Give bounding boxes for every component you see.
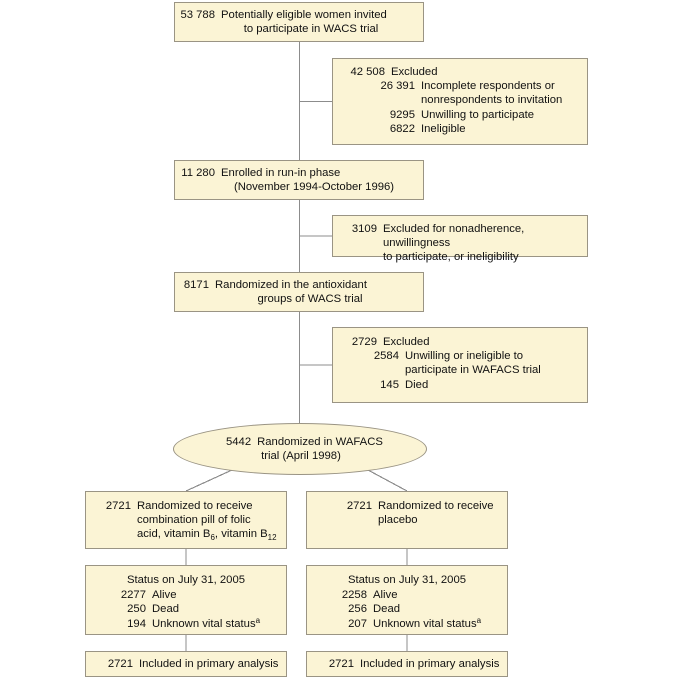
node-invited: 53 788 Potentially eligible women invite… [174, 2, 424, 42]
status-right-row1-count: 256 [348, 603, 367, 616]
arm-right-line1: Randomized to receive [378, 500, 494, 512]
node-arm-placebo: 2721 Randomized to receive placebo [306, 491, 508, 549]
node-included-treatment: 2721 Included in primary analysis [85, 651, 287, 677]
status-right-row2-label: Unknown vital statusa [367, 615, 482, 632]
node-randomized-count: 8171 [183, 279, 209, 291]
excl3-item1-label: Died [405, 378, 429, 391]
list-item: 2584 Unwilling or ineligible to [365, 349, 587, 363]
status-right-row1-label: Dead [373, 603, 401, 616]
arm-left-line3-b: , vitamin B [214, 528, 268, 541]
excl1-item2-count: 6822 [389, 122, 415, 135]
arm-right-count: 2721 [346, 500, 372, 512]
final-right-count: 2721 [328, 658, 354, 670]
footnote-marker-a: a [255, 615, 261, 625]
node-runin-line2: (November 1994-October 1996) [233, 181, 395, 194]
footnote-marker-a: a [476, 615, 482, 625]
excl3-item0-count: 2584 [373, 350, 399, 363]
node-invited-count: 53 788 [180, 9, 215, 21]
node-excluded-nonadherence: 3109 Excluded for nonadherence, unwillin… [332, 215, 588, 263]
status-right-row2-text: Unknown vital status [373, 617, 477, 630]
table-row: 2258 Alive [307, 588, 507, 602]
arm-left-line3-a: acid, vitamin B [137, 528, 211, 541]
arm-left-line3: acid, vitamin B6, vitamin B12 [98, 527, 286, 542]
status-left-row2-count: 194 [127, 617, 146, 630]
status-left-row1-label: Dead [152, 603, 180, 616]
status-right-row0-count: 2258 [341, 589, 367, 602]
status-right-row2-count: 207 [348, 617, 367, 630]
node-excluded-2-count: 3109 [351, 223, 377, 235]
node-wafacs-line2: trial (April 1998) [261, 450, 341, 462]
excl1-item1-count: 9295 [389, 108, 415, 121]
node-randomized-line1: Randomized in the antioxidant [215, 279, 367, 291]
node-run-in-enrollment: 11 280 Enrolled in run-in phase (Novembe… [174, 160, 424, 200]
node-invited-line1: Potentially eligible women invited [221, 9, 387, 21]
arm-left-sub-b6: 6 [210, 533, 215, 543]
node-wafacs-line1: Randomized in WAFACS [257, 435, 383, 448]
excl3-item0-label: Unwilling or ineligible to [405, 350, 524, 363]
status-left-header: Status on July 31, 2005 [126, 574, 246, 586]
list-item: 6822 Ineligible [373, 122, 587, 136]
status-left-row0-count: 2277 [120, 589, 146, 602]
status-left-row2-text: Unknown vital status [152, 617, 256, 630]
excl1-item0-label2: nonrespondents to invitation [421, 94, 563, 107]
arm-left-line2: combination pill of folic [137, 514, 251, 527]
table-row: 2277 Alive [86, 588, 286, 602]
excl1-item1-label: Unwilling to participate [421, 108, 535, 121]
node-included-placebo: 2721 Included in primary analysis [306, 651, 508, 677]
node-status-treatment: Status on July 31, 2005 2277 Alive 250 D… [85, 565, 287, 635]
node-randomized-wacs: 8171 Randomized in the antioxidant group… [174, 272, 424, 312]
node-excluded-2-line1: Excluded for nonadherence, unwillingness [383, 223, 525, 250]
excl3-item1-count: 145 [380, 378, 399, 391]
node-randomized-line2: groups of WACS trial [257, 293, 363, 306]
table-row: 194 Unknown vital statusa [86, 615, 286, 632]
node-excluded-2-line2: to participate, or ineligibility [383, 251, 519, 264]
status-right-header: Status on July 31, 2005 [347, 574, 467, 586]
node-excluded-1-count: 42 508 [350, 66, 385, 78]
arm-right-line2: placebo [378, 514, 418, 527]
list-item: 26 391 Incomplete respondents or [373, 79, 587, 93]
node-randomized-wafacs: 5442 Randomized in WAFACS trial (April 1… [173, 423, 427, 475]
table-row: 256 Dead [307, 602, 507, 616]
table-row: 207 Unknown vital statusa [307, 615, 507, 632]
node-excluded-1-label: Excluded [391, 66, 438, 78]
table-row: 250 Dead [86, 602, 286, 616]
excl3-item0-label2: participate in WAFACS trial [405, 364, 541, 377]
final-left-label: Included in primary analysis [139, 658, 279, 670]
node-excluded-invitation: 42 508 Excluded 26 391 Incomplete respon… [332, 58, 588, 145]
arm-left-line1: Randomized to receive [137, 500, 253, 512]
excl1-item2-label: Ineligible [421, 122, 466, 135]
status-left-row0-label: Alive [152, 589, 177, 602]
final-left-count: 2721 [107, 658, 133, 670]
node-excluded-3-count: 2729 [351, 336, 377, 348]
status-right-row0-label: Alive [373, 589, 398, 602]
status-left-row1-count: 250 [127, 603, 146, 616]
excl1-item0-label: Incomplete respondents or [421, 80, 555, 93]
list-item: 145 Died [365, 378, 587, 392]
arm-left-sub-b12: 12 [267, 533, 277, 543]
node-runin-line1: Enrolled in run-in phase [221, 167, 341, 179]
node-arm-treatment: 2721 Randomized to receive combination p… [85, 491, 287, 549]
excl1-item0-count: 26 391 [380, 80, 415, 93]
node-wafacs-count: 5442 [225, 435, 252, 448]
node-excluded-wafacs: 2729 Excluded 2584 Unwilling or ineligib… [332, 327, 588, 403]
node-invited-line2: to participate in WACS trial [243, 23, 379, 36]
list-item: 9295 Unwilling to participate [373, 108, 587, 122]
status-left-row2-label: Unknown vital statusa [146, 615, 261, 632]
final-right-label: Included in primary analysis [360, 658, 500, 670]
node-excluded-3-label: Excluded [383, 336, 430, 348]
arm-left-count: 2721 [105, 500, 131, 512]
node-status-placebo: Status on July 31, 2005 2258 Alive 256 D… [306, 565, 508, 635]
node-runin-count: 11 280 [181, 167, 215, 179]
